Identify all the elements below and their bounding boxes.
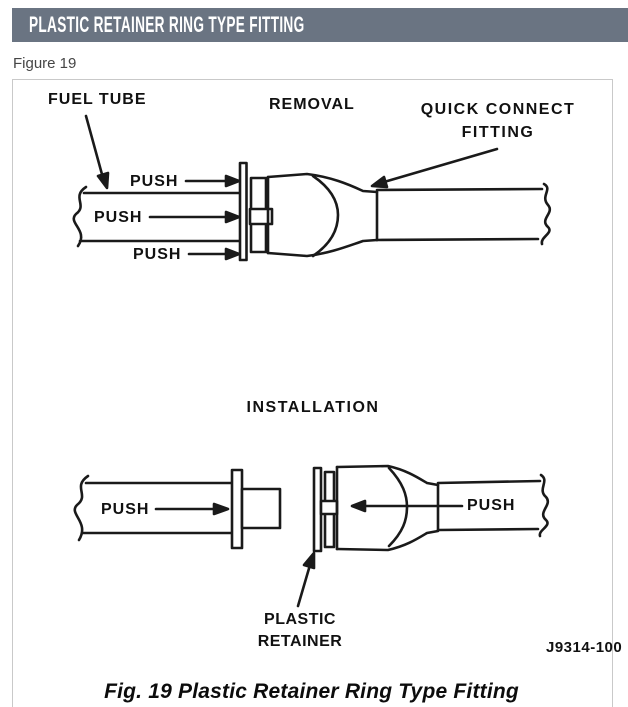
removal-heading: REMOVAL — [269, 96, 355, 113]
fuel-tube-drawing — [72, 185, 242, 248]
quick-connect-fitting-installation — [335, 464, 549, 552]
retainer-ring-installation — [312, 466, 339, 553]
quick-connect-arrow — [370, 147, 499, 189]
installation-heading: INSTALLATION — [246, 399, 380, 416]
push-label-1: PUSH — [130, 173, 179, 190]
quick-connect-label: QUICK CONNECT FITTING — [413, 98, 583, 144]
fuel-tube-arrow — [84, 114, 110, 190]
retainer-ring-removal — [238, 161, 274, 262]
section-header-bar: PLASTIC RETAINER RING TYPE FITTING — [12, 8, 628, 42]
plastic-retainer-label: PLASTIC RETAINER — [238, 609, 362, 654]
fitting-diagram — [72, 114, 551, 608]
quick-connect-fitting-removal — [266, 172, 551, 258]
figure-box — [12, 79, 613, 707]
section-header-title: PLASTIC RETAINER RING TYPE FITTING — [29, 12, 305, 37]
push-label-3: PUSH — [133, 246, 182, 263]
plastic-retainer-label-line1: PLASTIC — [264, 611, 336, 628]
push-arrows-removal — [148, 174, 241, 261]
fuel-tube-installation — [73, 468, 282, 550]
quick-connect-label-line2: FITTING — [461, 124, 535, 142]
push-label-2: PUSH — [94, 209, 143, 226]
push-arrow-install-left — [154, 502, 230, 516]
figure-caption: Fig. 19 Plastic Retainer Ring Type Fitti… — [104, 680, 519, 703]
drawing-number: J9314-100 — [546, 639, 623, 656]
push-label-install-right: PUSH — [467, 497, 516, 514]
fuel-tube-label: FUEL TUBE — [48, 91, 147, 108]
figure-label: Figure 19 — [13, 55, 77, 72]
plastic-retainer-label-line2: RETAINER — [257, 633, 343, 651]
push-arrow-install-right — [350, 499, 464, 513]
quick-connect-label-line1: QUICK CONNECT — [420, 101, 576, 118]
push-label-install-left: PUSH — [101, 501, 150, 518]
plastic-retainer-arrow — [296, 551, 316, 608]
